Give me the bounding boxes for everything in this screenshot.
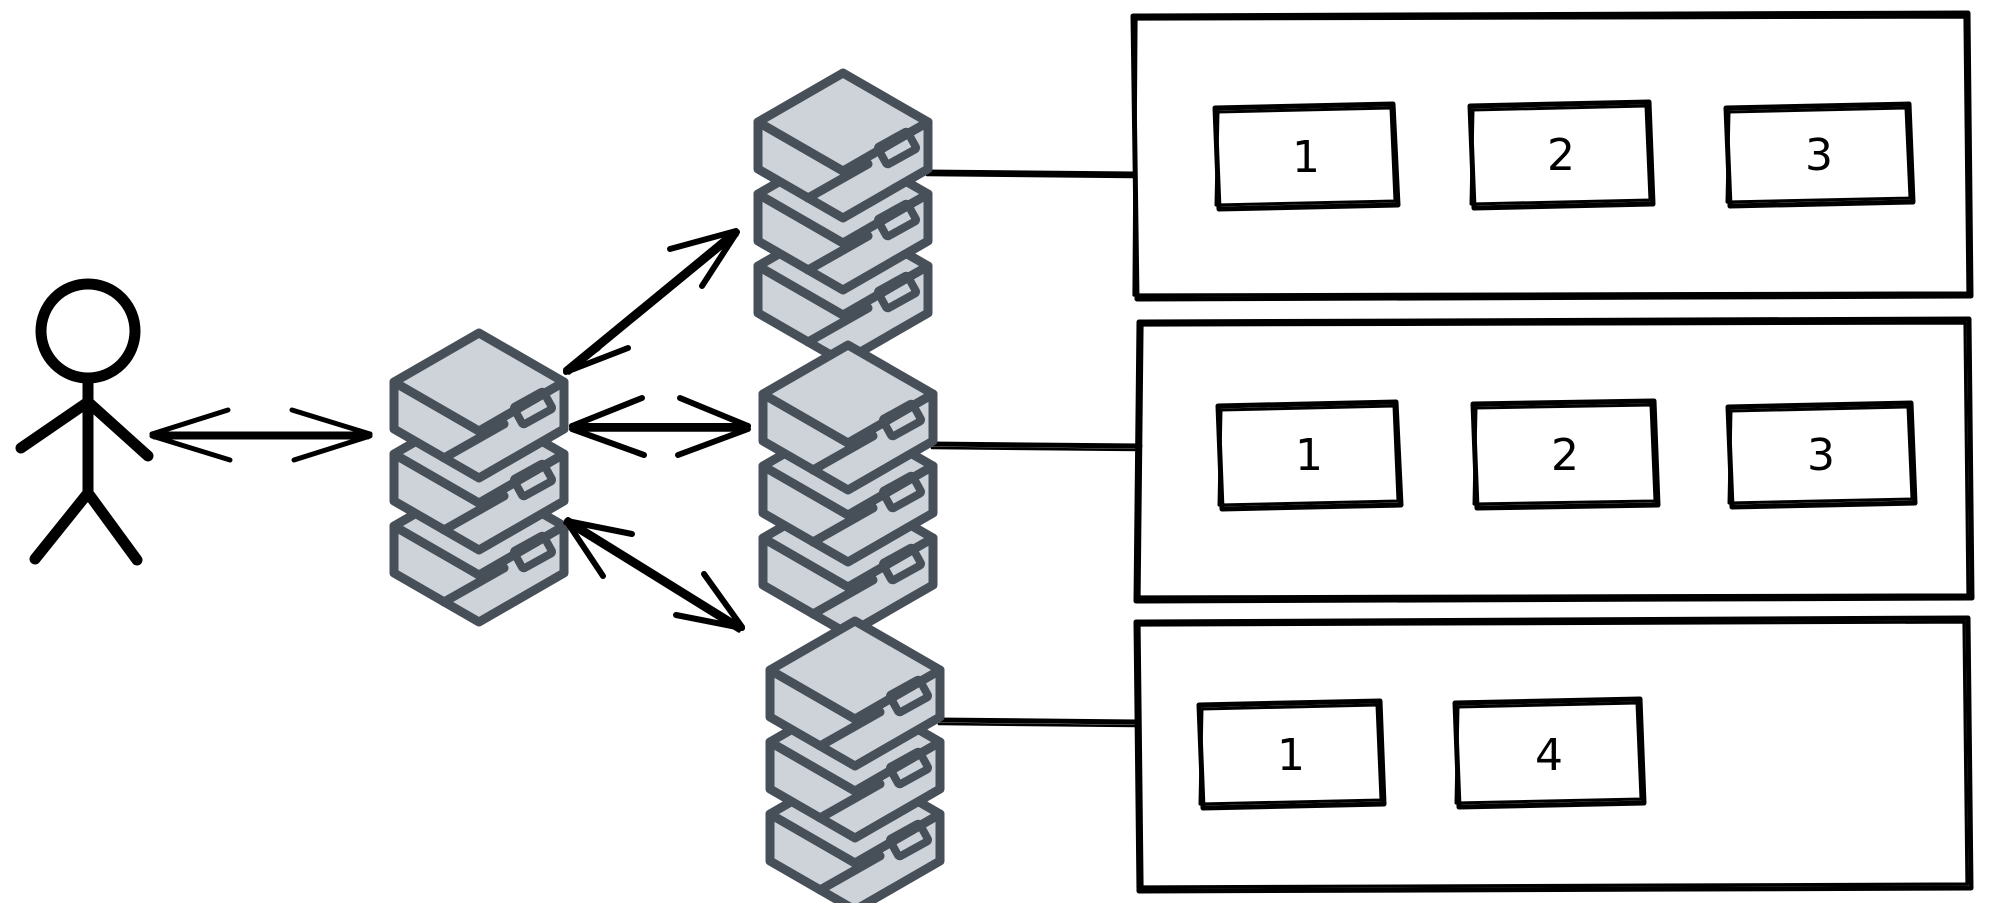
server-node-2[interactable] — [763, 345, 933, 634]
item-box[interactable]: 2 — [1467, 99, 1656, 211]
item-box[interactable]: 2 — [1470, 398, 1661, 511]
connector-line-server2-group2 — [927, 441, 1143, 452]
item-box-label: 3 — [1805, 130, 1833, 181]
item-box[interactable]: 1 — [1215, 399, 1404, 512]
group-container-3 — [1133, 615, 1974, 894]
item-box[interactable]: 3 — [1723, 101, 1916, 209]
item-box-label: 1 — [1292, 132, 1320, 183]
group-container-2 — [1133, 316, 1975, 604]
item-box[interactable]: 1 — [1212, 101, 1401, 212]
item-box-label: 3 — [1807, 430, 1835, 481]
item-box-label: 2 — [1551, 430, 1579, 481]
item-box-label: 1 — [1295, 430, 1323, 481]
server-node-1[interactable] — [758, 73, 928, 362]
arrow-central-to-server-2 — [569, 395, 751, 458]
item-box-label: 4 — [1535, 730, 1563, 781]
arrow-central-to-server-1 — [563, 228, 740, 375]
group-container-1 — [1130, 10, 1974, 302]
connector-line-server3-group3 — [934, 717, 1140, 728]
item-box[interactable]: 3 — [1725, 400, 1918, 510]
item-box-label: 2 — [1547, 130, 1575, 181]
item-box[interactable]: 1 — [1196, 698, 1387, 811]
stick-figure-user[interactable] — [15, 278, 154, 566]
item-box-label: 1 — [1277, 730, 1305, 781]
arrow-user-to-central-server — [149, 407, 373, 463]
connector-line-server1-group1 — [922, 169, 1137, 179]
arrow-central-to-server-3 — [563, 517, 745, 633]
server-node-3[interactable] — [770, 621, 940, 903]
central-server[interactable] — [394, 333, 564, 622]
item-box[interactable]: 4 — [1452, 696, 1647, 810]
